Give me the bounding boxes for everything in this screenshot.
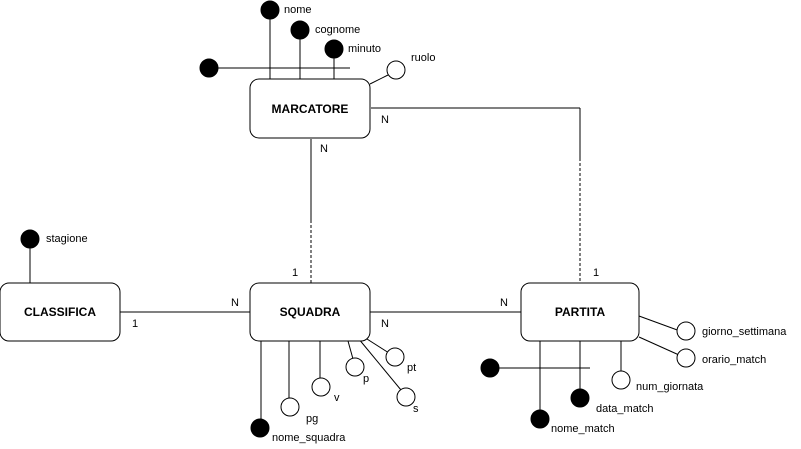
entity-partita-box bbox=[520, 282, 640, 342]
giorno-settimana-label: giorno_settimana bbox=[702, 326, 787, 338]
attribute-labels: nome cognome minuto ruolo stagione nome_… bbox=[46, 4, 787, 444]
attribute-lines bbox=[29, 17, 681, 420]
num-giornata-label: num_giornata bbox=[636, 381, 704, 393]
v-label: v bbox=[334, 392, 340, 404]
minuto-key-circle bbox=[324, 39, 344, 59]
marcatore-extra-key-circle bbox=[199, 58, 219, 78]
ruolo-label: ruolo bbox=[411, 52, 435, 64]
data-match-key-circle bbox=[570, 388, 590, 408]
nome-label: nome bbox=[284, 4, 312, 16]
orario-match-circle bbox=[676, 348, 696, 368]
ruolo-circle bbox=[386, 60, 406, 80]
ruolo-connector bbox=[369, 74, 389, 85]
entity-marcatore-box bbox=[249, 78, 371, 139]
cardinality-squadra-from-marcatore: 1 bbox=[292, 267, 298, 279]
s-circle bbox=[396, 387, 416, 407]
partita-extra-key-circle bbox=[480, 358, 500, 378]
v-circle bbox=[311, 377, 331, 397]
p-label: p bbox=[363, 373, 369, 385]
stagione-label: stagione bbox=[46, 233, 88, 245]
data-match-label: data_match bbox=[596, 403, 653, 415]
cardinality-marcatore-partita: N bbox=[381, 114, 389, 126]
s-connector bbox=[357, 337, 402, 391]
entity-classifica-box bbox=[0, 282, 121, 342]
entity-squadra-box bbox=[249, 282, 371, 342]
nome-match-label: nome_match bbox=[551, 423, 615, 435]
cardinality-partita-from-marcatore: 1 bbox=[593, 267, 599, 279]
cardinality-marcatore-squadra: N bbox=[320, 143, 328, 155]
relationship-lines bbox=[120, 107, 581, 313]
cognome-key-circle bbox=[290, 20, 310, 40]
entity-partita: PARTITA bbox=[520, 282, 640, 342]
entity-classifica: CLASSIFICA bbox=[0, 282, 121, 342]
p-connector bbox=[347, 340, 354, 360]
giorno-settimana-circle bbox=[676, 321, 696, 341]
num-giornata-circle bbox=[611, 370, 631, 390]
cognome-label: cognome bbox=[315, 24, 360, 36]
cardinality-partita-from-squadra: N bbox=[500, 297, 508, 309]
cardinality-squadra-from-classifica: N bbox=[231, 297, 239, 309]
pt-label: pt bbox=[407, 362, 416, 374]
entity-classifica-label: CLASSIFICA bbox=[24, 305, 96, 319]
pg-circle bbox=[280, 397, 300, 417]
orario-match-label: orario_match bbox=[702, 354, 766, 366]
nome-match-key-circle bbox=[530, 409, 550, 429]
pt-circle bbox=[385, 347, 405, 367]
giorno-settimana-connector bbox=[638, 315, 681, 332]
nome-key-circle bbox=[260, 0, 280, 20]
entity-squadra: SQUADRA bbox=[249, 282, 371, 342]
attribute-circles bbox=[20, 0, 696, 438]
nome-squadra-key-circle bbox=[250, 418, 270, 438]
pg-label: pg bbox=[306, 413, 318, 425]
entity-marcatore-label: MARCATORE bbox=[272, 102, 349, 116]
cardinality-labels: N N 1 1 1 N N N bbox=[132, 114, 599, 330]
cardinality-squadra-partita: N bbox=[381, 318, 389, 330]
p-circle bbox=[345, 357, 365, 377]
entity-squadra-label: SQUADRA bbox=[280, 305, 341, 319]
orario-match-connector bbox=[638, 336, 680, 356]
nome-squadra-label: nome_squadra bbox=[272, 432, 346, 444]
entity-marcatore: MARCATORE bbox=[249, 78, 371, 139]
s-label: s bbox=[413, 403, 419, 415]
cardinality-classifica-squadra: 1 bbox=[132, 318, 138, 330]
entity-partita-label: PARTITA bbox=[555, 305, 606, 319]
minuto-label: minuto bbox=[348, 43, 381, 55]
stagione-key-circle bbox=[20, 229, 40, 249]
